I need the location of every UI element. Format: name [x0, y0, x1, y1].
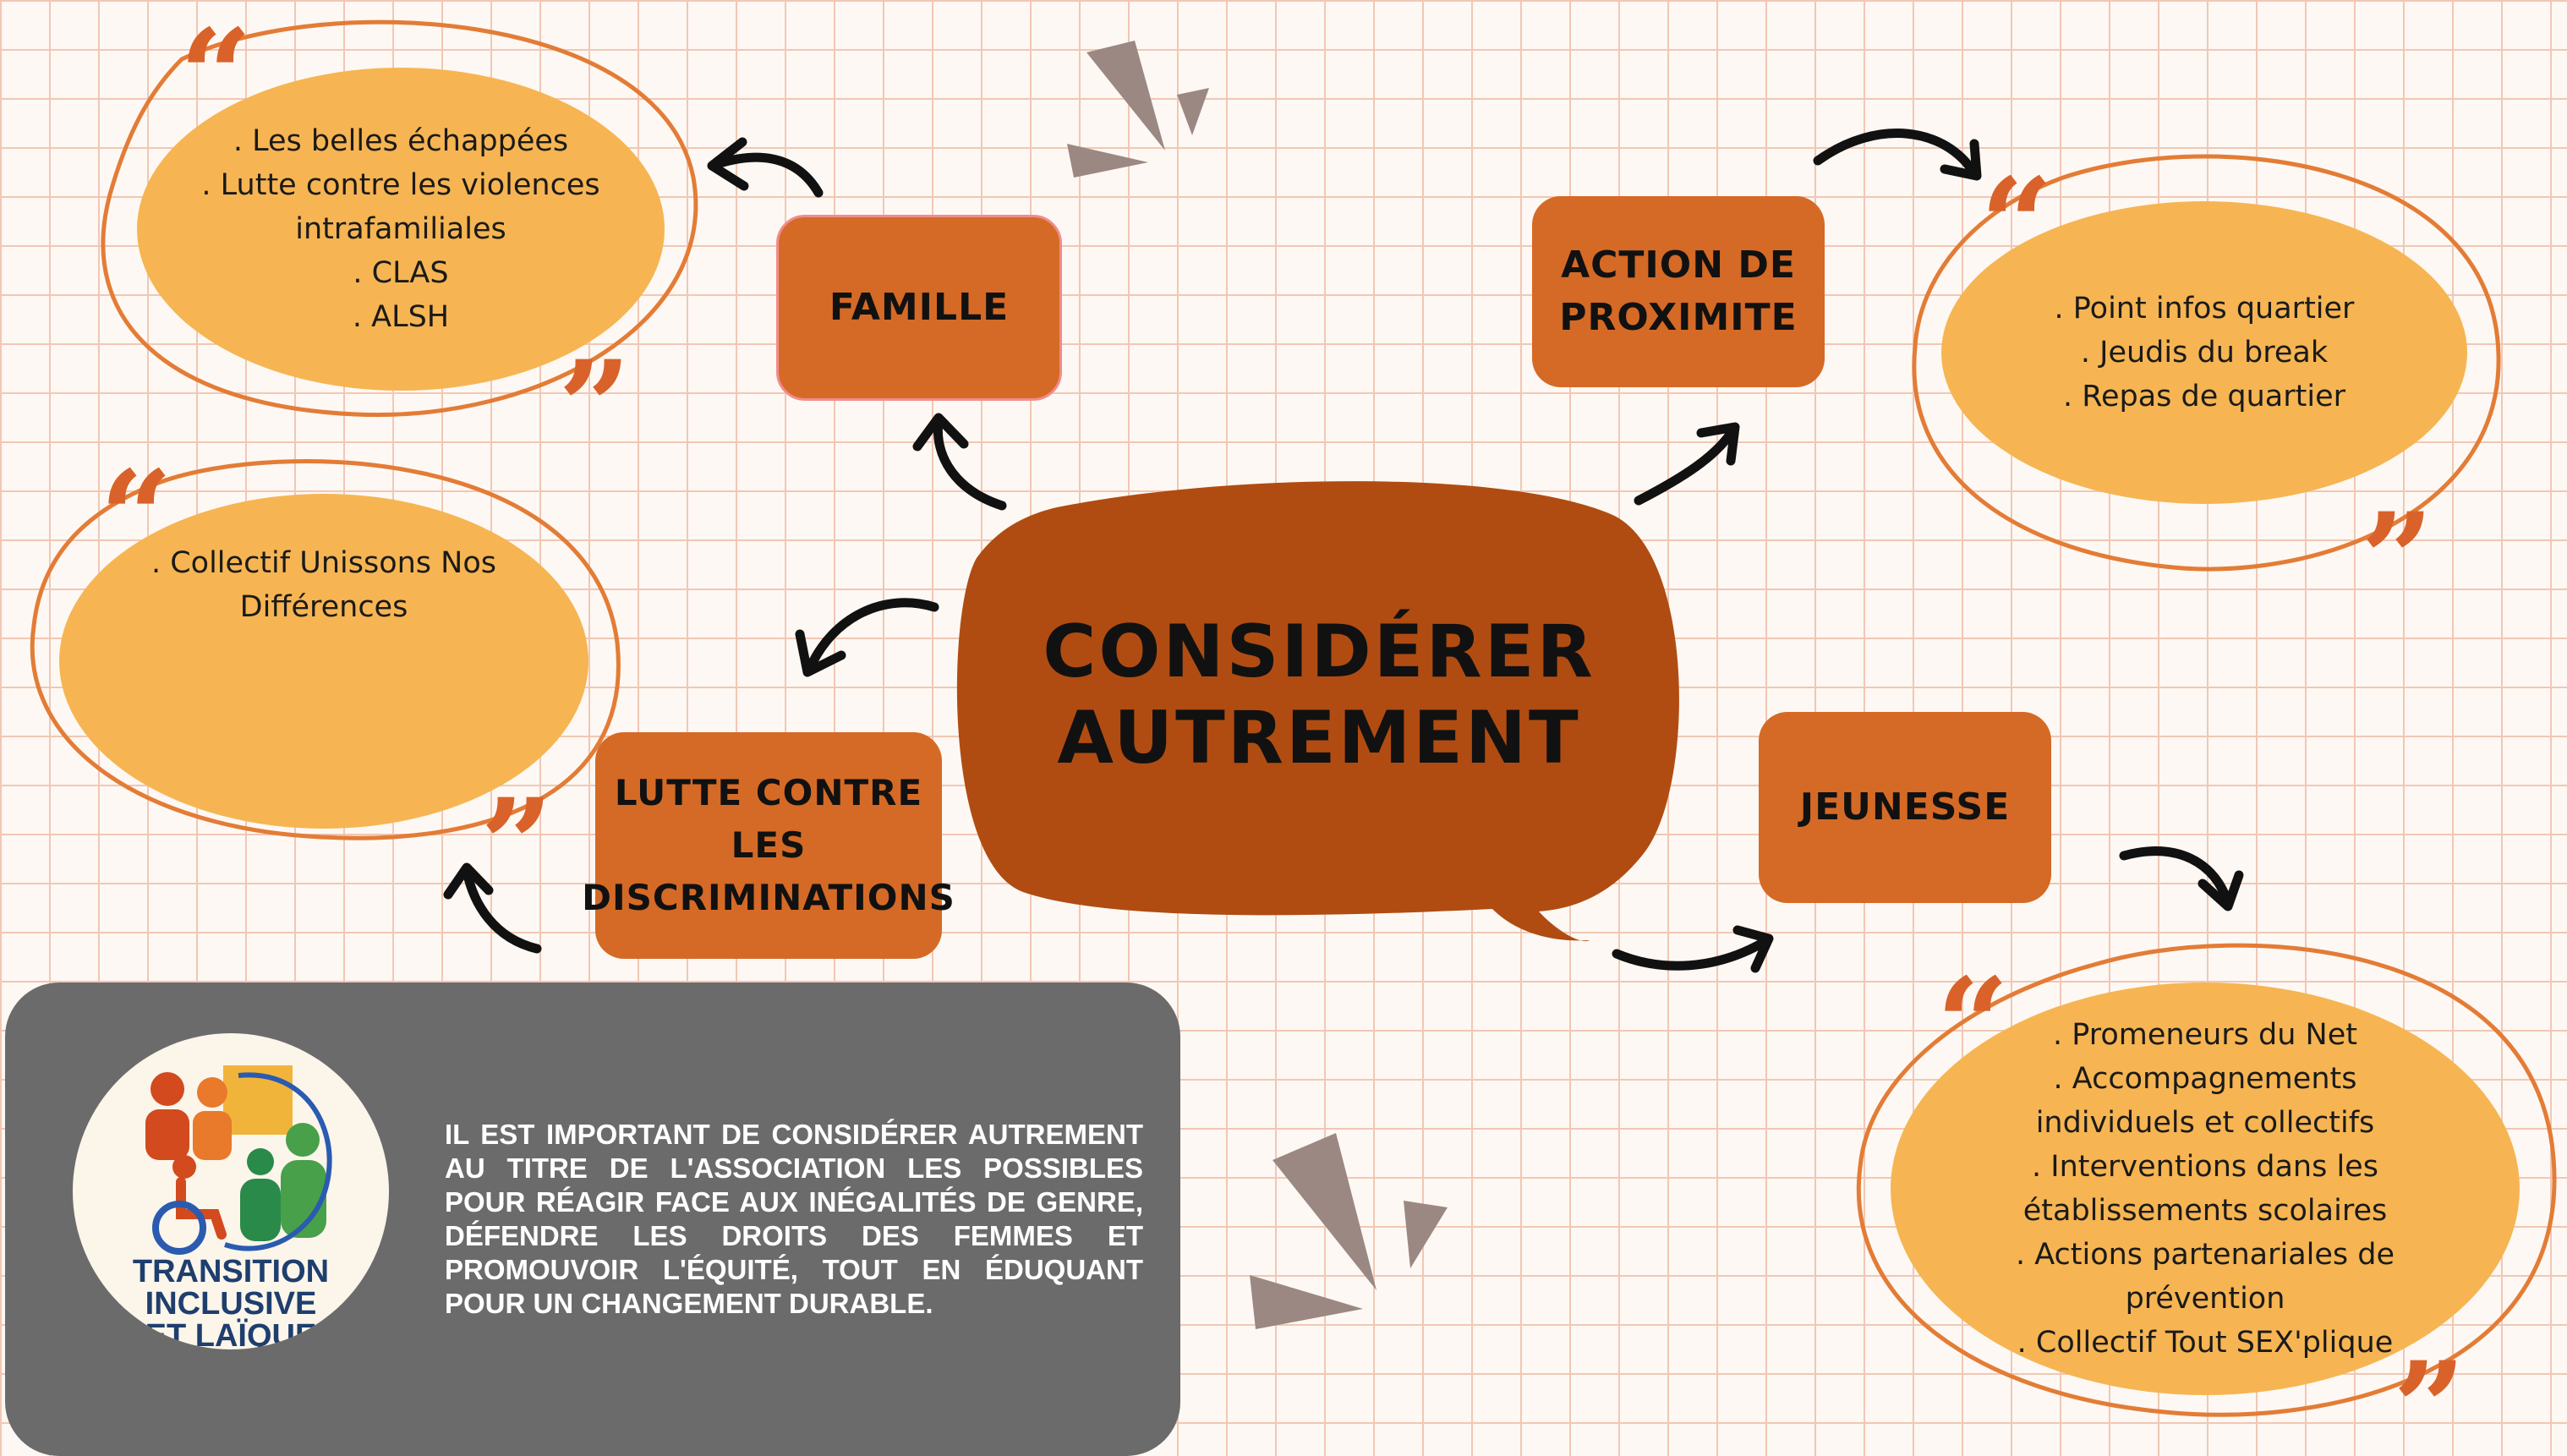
quote-close-icon: ” — [480, 771, 553, 920]
info-panel: TRANSITION INCLUSIVE ET LAÏQUE Il est im… — [5, 983, 1180, 1456]
quote-open-icon: “ — [179, 2, 252, 151]
logo-line-1: TRANSITION — [132, 1254, 330, 1289]
discriminations-ring — [30, 459, 621, 840]
logo: TRANSITION INCLUSIVE ET LAÏQUE — [73, 1033, 389, 1349]
arrow-to-famille-bubble — [709, 152, 824, 198]
arrow-center-to-famille — [933, 416, 1007, 511]
quote-close-icon: ” — [2361, 485, 2433, 634]
info-paragraph: Il est important de considérer autrement… — [445, 1119, 1143, 1319]
bubble-jeunesse: . Promeneurs du Net . Accompagnements in… — [1891, 983, 2520, 1395]
category-jeunesse: JEUNESSE — [1759, 712, 2051, 903]
arrow-center-to-jeunesse — [1612, 935, 1772, 971]
quote-close-icon: ” — [2393, 1334, 2466, 1444]
category-lutte-discriminations: LUTTE CONTRE LES DISCRIMINATIONS — [582, 732, 955, 959]
arrow-jeunesse-to-bubble — [2119, 846, 2233, 908]
logo-line-3: ET LAÏQUE — [145, 1318, 317, 1349]
quote-open-icon: “ — [1936, 950, 2009, 1099]
bubble-proximite-text: . Point infos quartier . Jeudis du break… — [2054, 292, 2355, 413]
bubble-famille-text: . Les belles échappées . Lutte contre le… — [201, 124, 600, 334]
bubble-discriminations-text: . Collectif Unissons Nos Différences — [151, 546, 496, 624]
sparkle-bottom — [1273, 1133, 1377, 1290]
famille-ring — [101, 19, 698, 418]
quote-open-icon: “ — [1980, 151, 2053, 299]
arrow-to-proximite-bubble — [1813, 129, 1979, 178]
sparkle-top — [1086, 41, 1165, 151]
category-action-proximite: ACTION DE PROXIMITE — [1532, 196, 1825, 387]
jeunesse-ring — [1856, 943, 2557, 1417]
logo-people-icon — [145, 1065, 332, 1255]
category-famille: FAMILLE — [776, 215, 1062, 401]
arrow-center-to-discrim-bubble — [805, 598, 939, 673]
bubble-famille: . Les belles échappées . Lutte contre le… — [137, 68, 665, 391]
center-title: CONSIDÉRER AUTREMENT — [1043, 610, 1595, 780]
center-speech-bubble — [956, 481, 1679, 942]
bubble-lutte-discriminations: . Collectif Unissons Nos Différences — [59, 494, 588, 829]
quote-open-icon: “ — [100, 443, 172, 592]
bubble-jeunesse-text: . Promeneurs du Net . Accompagnements in… — [2015, 1018, 2395, 1360]
arrow-discrim-to-bubble — [462, 866, 542, 954]
quote-close-icon: ” — [558, 333, 631, 482]
proximite-ring — [1912, 154, 2501, 572]
bubble-action-proximite: . Point infos quartier . Jeudis du break… — [1941, 201, 2467, 504]
logo-line-2: INCLUSIVE — [145, 1286, 317, 1322]
arrow-center-to-proximite — [1634, 424, 1738, 506]
